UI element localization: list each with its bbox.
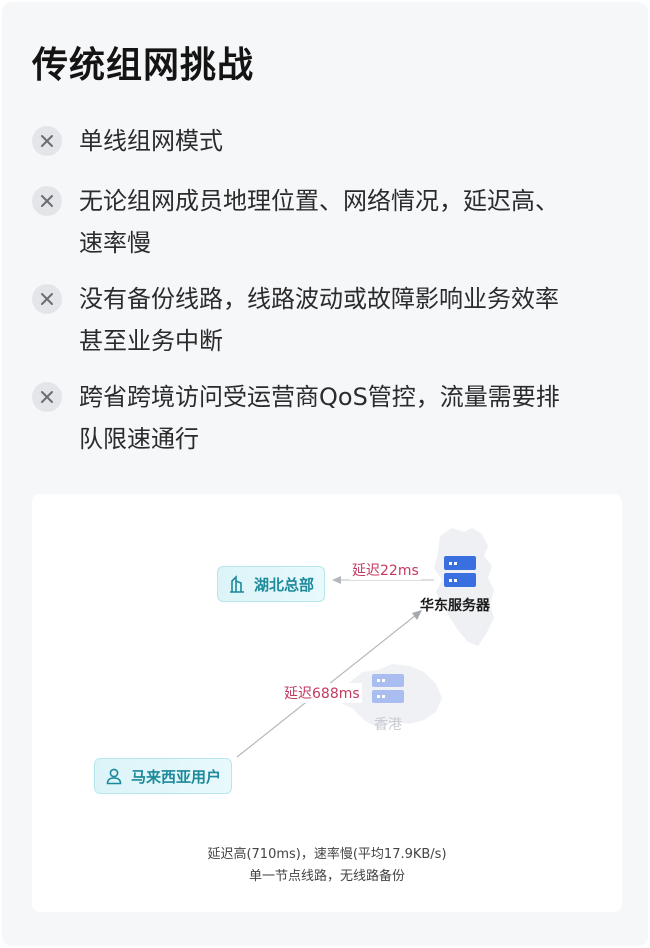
server-icon: [372, 674, 404, 708]
east-server-label: 华东服务器: [420, 598, 490, 614]
page-title: 传统组网挑战: [32, 45, 255, 86]
hq-node[interactable]: 湖北总部: [217, 566, 326, 602]
close-icon: [32, 186, 62, 216]
latency-label-hq: 延迟22ms: [350, 560, 421, 580]
user-node[interactable]: 马来西亚用户: [94, 758, 233, 794]
network-diagram-card: 湖北总部 延迟22ms 华东服务器 香港 延迟688ms: [32, 494, 622, 912]
user-node-label: 马来西亚用户: [131, 767, 222, 786]
hk-server-label: 香港: [374, 717, 402, 733]
diagram-caption-1: 延迟高(710ms)，速率慢(平均17.9KB/s): [207, 847, 447, 862]
diagram-caption-2: 单一节点线路，无线路备份: [248, 869, 405, 884]
challenge-text: 甚至业务中断: [79, 327, 223, 355]
challenge-text: 无论组网成员地理位置、网络情况，延迟高、: [79, 187, 559, 215]
challenge-text: 没有备份线路，线路波动或故障影响业务效率: [79, 285, 559, 313]
close-icon: [32, 284, 62, 314]
hq-node-label: 湖北总部: [254, 575, 315, 594]
challenge-text: 跨省跨境访问受运营商QoS管控，流量需要排: [79, 383, 560, 411]
challenge-text: 队限速通行: [79, 425, 199, 453]
building-icon: [228, 575, 246, 593]
close-icon: [32, 126, 62, 156]
server-icon: [444, 556, 476, 592]
user-icon: [105, 767, 123, 785]
challenge-text: 速率慢: [79, 229, 151, 257]
latency-label-user: 延迟688ms: [282, 683, 362, 703]
challenge-text: 单线组网模式: [79, 127, 223, 155]
close-icon: [32, 382, 62, 412]
